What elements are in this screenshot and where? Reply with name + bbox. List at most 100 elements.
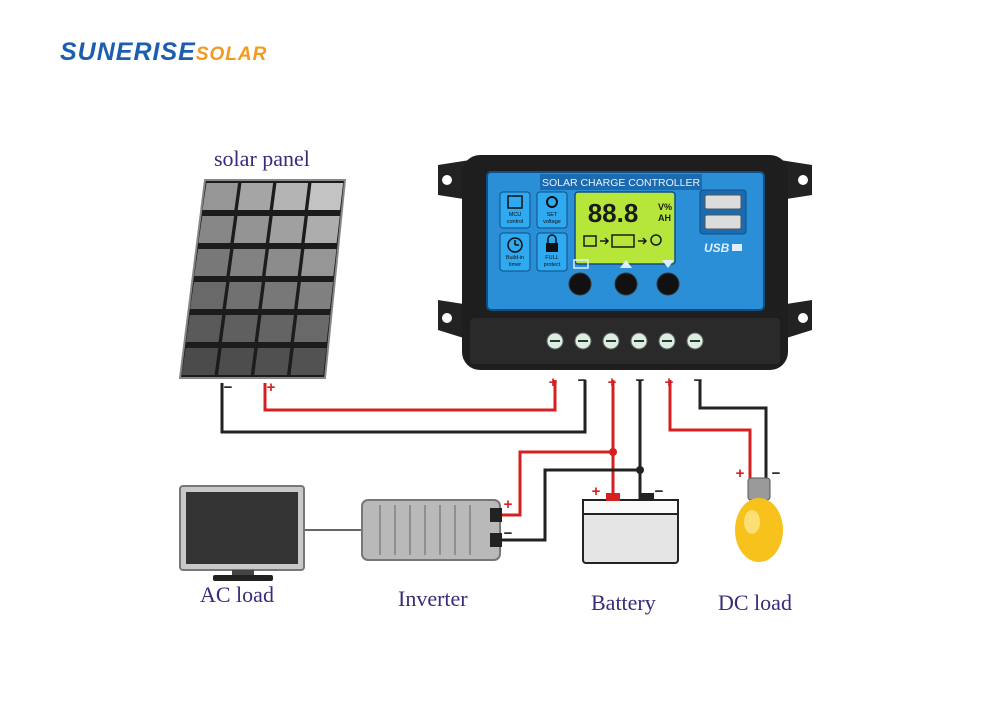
negative-marker: − <box>578 372 587 389</box>
lcd-status-icons <box>583 234 662 248</box>
solar-panel <box>178 179 347 379</box>
feature-set-line1: SET <box>547 212 558 218</box>
wire-dc-load-positive <box>668 380 752 478</box>
wire-panel-positive <box>263 380 557 412</box>
lcd-arrow-icon <box>638 237 648 245</box>
lcd-bulb-icon <box>650 234 662 246</box>
solar-cell <box>301 249 337 276</box>
lcd-unit-bottom: AH <box>658 213 671 223</box>
junction-positive <box>609 448 617 456</box>
solar-cell <box>237 183 274 210</box>
solar-cell <box>181 348 219 375</box>
junction-negative <box>636 466 644 474</box>
positive-marker: + <box>549 374 558 391</box>
solar-cell <box>194 249 231 276</box>
controller-title: SOLAR CHARGE CONTROLLER <box>542 177 701 189</box>
battery-positive-terminal <box>606 493 620 501</box>
feature-set-line2: voltage <box>543 219 561 225</box>
solar-cell <box>233 216 270 243</box>
feature-timer-icon: Build-in timer <box>499 232 531 272</box>
lcd-unit-top: V% <box>658 202 672 212</box>
lcd-arrow-icon <box>600 237 610 245</box>
positive-marker: + <box>267 379 276 396</box>
solar-cell <box>202 183 239 210</box>
solar-cell <box>297 282 334 309</box>
lcd-value: 88.8 <box>588 198 639 228</box>
usb-battery-icon <box>732 244 742 251</box>
inverter-device <box>361 499 502 561</box>
solar-cell <box>190 282 227 309</box>
positive-marker: + <box>665 374 674 391</box>
solar-cell <box>221 315 259 342</box>
ac-load-monitor <box>179 485 305 581</box>
up-button[interactable] <box>614 272 638 296</box>
feature-mcu-line1: MCU <box>509 212 522 218</box>
negative-marker: − <box>636 372 645 389</box>
solar-cell <box>261 282 298 309</box>
feature-protect-line1: FULL <box>545 255 558 261</box>
solar-cell <box>225 282 262 309</box>
solar-cell <box>198 216 235 243</box>
solar-panel-label: solar panel <box>214 146 310 171</box>
inverter-label: Inverter <box>398 586 468 611</box>
logo-suffix-text: SOLAR <box>195 44 268 65</box>
wires <box>220 380 768 542</box>
usb-port-1[interactable] <box>704 194 742 210</box>
dc-load-label: DC load <box>718 590 792 615</box>
solar-panel-cells <box>181 183 344 375</box>
solar-cell <box>257 315 294 342</box>
solar-cell <box>217 348 255 375</box>
menu-icon <box>573 259 589 269</box>
solar-cell <box>272 183 309 210</box>
battery-negative-terminal <box>640 493 654 501</box>
logo-brand-text: SUNERISE <box>60 38 196 66</box>
negative-marker: − <box>655 483 664 500</box>
feature-protect-icon: FULL protect <box>536 232 568 272</box>
charge-controller: SOLAR CHARGE CONTROLLER MCU control SET … <box>438 155 812 370</box>
solar-cell <box>304 216 340 243</box>
feature-timer-line2: timer <box>509 262 521 268</box>
feature-timer-line1: Build-in <box>506 255 524 261</box>
solar-cell <box>308 183 344 210</box>
solar-cell <box>269 216 305 243</box>
usb-port-2[interactable] <box>704 214 742 230</box>
battery-device <box>582 493 679 564</box>
usb-label: USB <box>704 241 730 255</box>
positive-marker: + <box>736 465 745 482</box>
wire-panel-negative <box>220 380 587 434</box>
feature-protect-line2: protect <box>544 262 561 268</box>
solar-cell <box>254 348 291 375</box>
solar-cell <box>185 315 223 342</box>
battery-label: Battery <box>591 590 656 615</box>
negative-marker: − <box>694 372 703 389</box>
dc-load-bulb <box>735 477 783 562</box>
down-button[interactable] <box>656 272 680 296</box>
positive-marker: + <box>592 483 601 500</box>
positive-marker: + <box>504 496 513 513</box>
negative-marker: − <box>504 525 513 542</box>
down-arrow-icon <box>662 260 674 268</box>
positive-marker: + <box>608 374 617 391</box>
feature-mcu-line2: control <box>507 219 524 225</box>
solar-cell <box>290 348 327 375</box>
lcd-panel-icon <box>583 235 597 247</box>
wire-inverter-negative <box>500 468 640 542</box>
negative-marker: − <box>224 379 233 396</box>
solar-cell <box>294 315 330 342</box>
solar-cell <box>229 249 266 276</box>
up-arrow-icon <box>620 260 632 268</box>
polarity-markers: − + + − + − + − + − + − + − <box>224 372 781 542</box>
terminal-block <box>470 318 780 364</box>
terminals <box>546 332 704 350</box>
brand-logo: SUNERISESOLAR <box>60 38 267 67</box>
wire-dc-load-negative <box>698 380 768 478</box>
solar-cell <box>265 249 302 276</box>
negative-marker: − <box>772 465 781 482</box>
lcd-battery-icon <box>611 234 635 248</box>
feature-set-voltage-icon: SET voltage <box>536 191 568 229</box>
menu-button[interactable] <box>568 272 592 296</box>
ac-load-label: AC load <box>200 582 274 607</box>
wire-inverter-positive <box>500 450 613 517</box>
feature-mcu-icon: MCU control <box>499 191 531 229</box>
